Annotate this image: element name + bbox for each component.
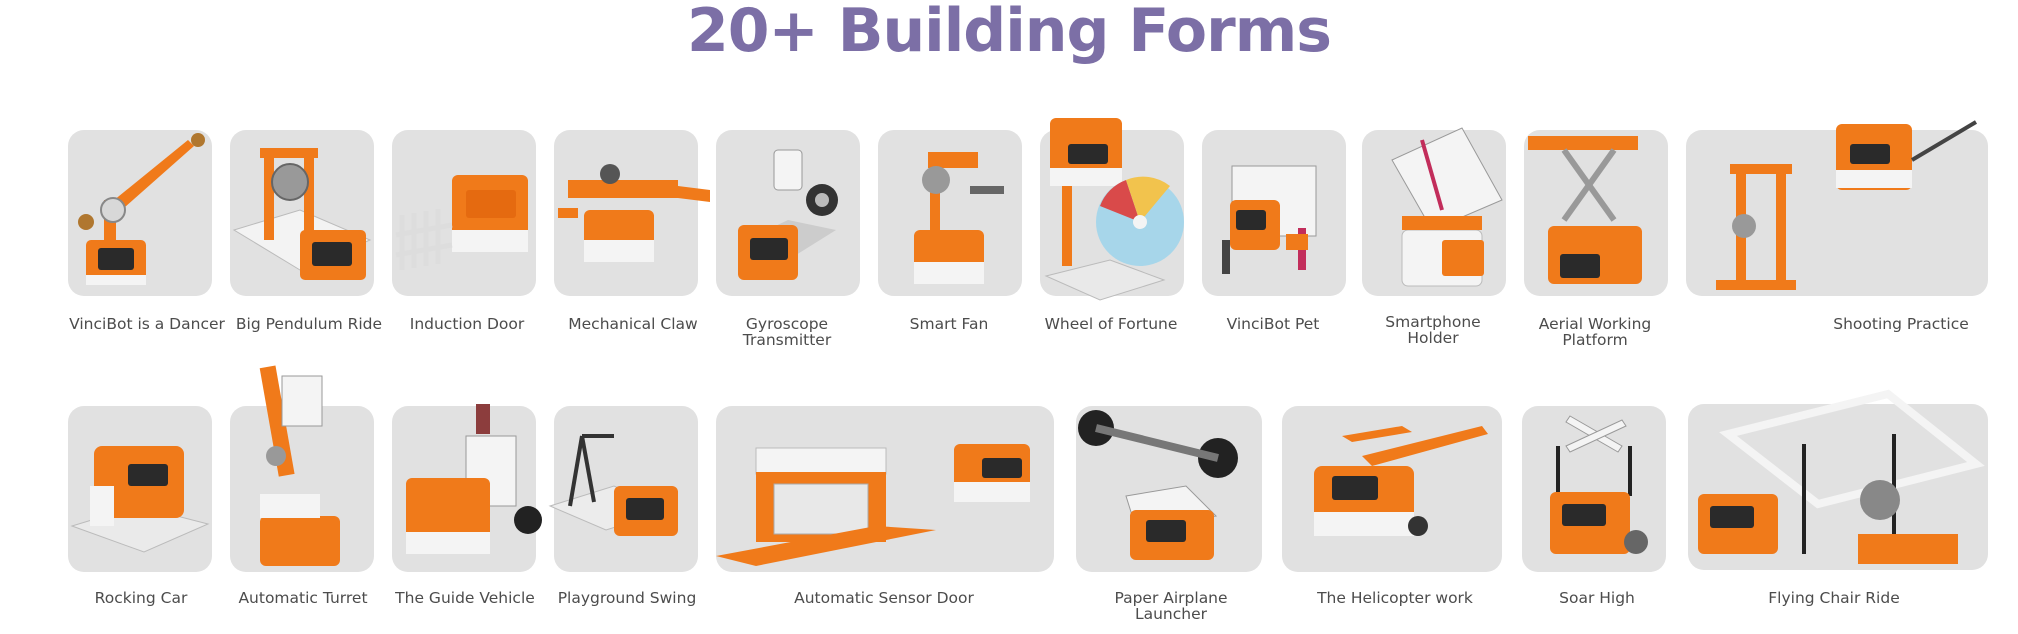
sensor-door-icon <box>716 444 1030 566</box>
card-wheel-of-fortune[interactable] <box>1040 118 1184 301</box>
soar-high-icon <box>1550 415 1648 554</box>
form-label: Automatic Sensor Door <box>794 589 974 607</box>
card-helicopter[interactable] <box>1282 406 1502 572</box>
dancer-robot-icon <box>78 133 205 285</box>
card-automatic-sensor-door[interactable] <box>716 406 1054 572</box>
shooting-practice-icon <box>1716 120 1978 290</box>
form-label: Paper Airplane Launcher <box>1114 589 1228 623</box>
card-smartphone-holder[interactable] <box>1362 127 1506 296</box>
page-title: 20+ Building Forms <box>687 0 1332 66</box>
card-vincibot-dancer[interactable] <box>68 130 212 296</box>
form-label: Automatic Turret <box>238 589 368 607</box>
card-shooting-practice[interactable] <box>1686 120 1988 296</box>
card-induction-door[interactable] <box>392 130 536 296</box>
card-automatic-turret[interactable] <box>230 365 374 572</box>
mechanical-claw-icon <box>558 164 710 262</box>
form-label: Induction Door <box>409 315 525 333</box>
form-label: Flying Chair Ride <box>1768 589 1900 607</box>
smart-fan-icon <box>914 152 1004 284</box>
form-label: Smartphone Holder <box>1385 313 1481 347</box>
pendulum-ride-icon <box>232 148 372 280</box>
form-label: Smart Fan <box>909 315 989 333</box>
form-label: Gyroscope Transmitter <box>742 315 832 349</box>
card-mechanical-claw[interactable] <box>554 130 710 296</box>
card-airplane-launcher[interactable] <box>1076 406 1262 572</box>
form-label: Playground Swing <box>557 589 697 607</box>
form-label: Shooting Practice <box>1833 315 1969 333</box>
card-gyroscope[interactable] <box>716 130 860 296</box>
form-label: The Helicopter work <box>1317 589 1473 607</box>
card-rocking-car[interactable] <box>68 406 212 572</box>
card-guide-vehicle[interactable] <box>392 404 542 572</box>
card-vincibot-pet[interactable] <box>1202 130 1346 296</box>
card-flying-chair-ride[interactable] <box>1688 389 1988 570</box>
pet-robot-icon <box>1222 165 1317 274</box>
form-label: The Guide Vehicle <box>395 589 535 607</box>
form-label: Soar High <box>1559 589 1635 607</box>
form-label: Wheel of Fortune <box>1044 315 1178 333</box>
form-label: Rocking Car <box>94 589 188 607</box>
card-aerial-platform[interactable] <box>1524 130 1668 296</box>
induction-door-icon <box>395 175 528 270</box>
aerial-platform-icon <box>1528 136 1642 284</box>
card-smart-fan[interactable] <box>878 130 1022 296</box>
swing-icon <box>548 434 678 536</box>
card-soar-high[interactable] <box>1522 406 1666 572</box>
card-playground-swing[interactable] <box>548 406 698 572</box>
phone-holder-icon <box>1391 127 1503 287</box>
guide-vehicle-icon <box>406 404 542 554</box>
flying-chair-icon <box>1698 389 1985 564</box>
turret-icon <box>259 365 340 566</box>
form-label: VinciBot is a Dancer <box>69 315 225 333</box>
rocking-car-icon <box>70 446 210 553</box>
wheel-of-fortune-icon <box>1044 118 1184 301</box>
form-label: VinciBot Pet <box>1226 315 1320 333</box>
card-big-pendulum-ride[interactable] <box>230 130 374 296</box>
helicopter-icon <box>1314 426 1488 536</box>
form-label: Aerial Working Platform <box>1538 315 1652 349</box>
form-label: Big Pendulum Ride <box>235 315 383 333</box>
airplane-launcher-icon <box>1078 410 1238 560</box>
gyroscope-icon <box>738 149 838 280</box>
form-label: Mechanical Claw <box>568 315 698 333</box>
